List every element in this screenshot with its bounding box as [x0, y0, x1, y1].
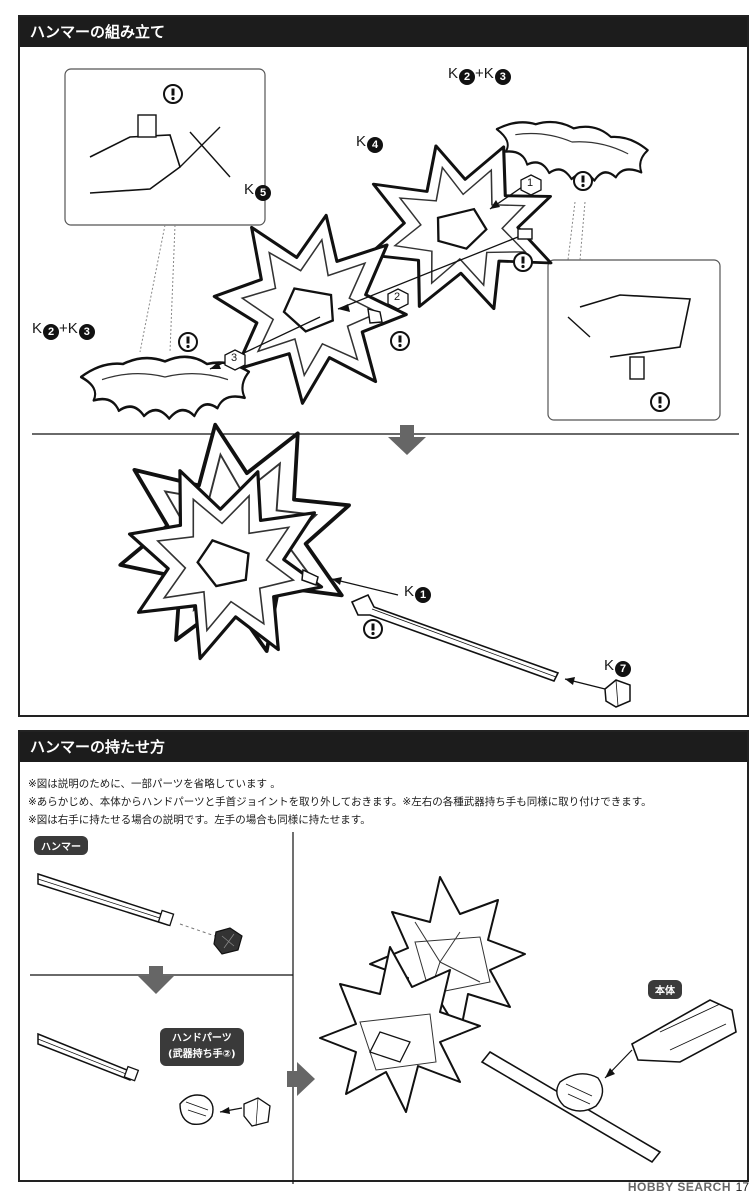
tag-body: 本体 [648, 980, 682, 999]
page-number: 17 [735, 1180, 749, 1194]
body-arm [631, 999, 737, 1063]
gem-icon [604, 679, 631, 708]
gem-icon [243, 1097, 271, 1127]
warning-icon [513, 252, 533, 272]
hammer-shaft-lower [37, 1032, 140, 1082]
holding-illustration [30, 832, 737, 1184]
warning-icon [573, 171, 593, 191]
tag-hand-parts-line2: (武器持ち手②) [168, 1049, 236, 1060]
hammer-shaft-upper [37, 872, 175, 927]
assembly-panel: ハンマーの組み立て [18, 15, 749, 717]
holding-title: ハンマーの持たせ方 [20, 732, 747, 762]
note-2: ※あらかじめ、本体からハンドパーツと手首ジョイントを取り外しておきます。※左右の… [28, 796, 652, 808]
warning-icon [163, 84, 183, 104]
hammer-head-icon [319, 946, 481, 1113]
step-3-number: 3 [231, 352, 238, 364]
step-1-marker [520, 174, 542, 196]
hand-icon [556, 1073, 604, 1112]
warning-icon [363, 619, 383, 639]
shaft-k1 [350, 593, 560, 682]
watermark: HOBBY SEARCH [627, 1180, 731, 1194]
warning-icon [650, 392, 670, 412]
right-arrow-icon [287, 1062, 315, 1096]
tag-hammer: ハンマー [34, 836, 88, 855]
assembly-title: ハンマーの組み立て [20, 17, 747, 47]
step-2-number: 2 [394, 291, 401, 303]
note-1: ※図は説明のために、一部パーツを省略しています 。 [28, 778, 281, 790]
note-3: ※図は右手に持たせる場合の説明です。左手の場合も同様に持たせます。 [28, 814, 371, 826]
down-arrow-icon [388, 425, 426, 455]
gem-icon [213, 927, 243, 955]
step-1-number: 1 [527, 177, 534, 189]
hammer-head-icon [491, 110, 651, 193]
detail-peg-right [567, 294, 691, 380]
hammer-head-icon [79, 355, 251, 420]
assembly-illustration [32, 68, 739, 708]
hand-icon [179, 1094, 214, 1126]
tag-hand-parts: ハンドパーツ (武器持ち手②) [160, 1028, 244, 1066]
step-3-marker [224, 349, 246, 371]
warning-icon [390, 331, 410, 351]
down-arrow-icon [138, 966, 174, 994]
detail-peg-top-left [89, 114, 231, 194]
holding-panel: ハンマーの持たせ方 ※図は説明のために、一部パーツを省略しています 。 ※あらか… [18, 730, 749, 1184]
tag-hand-parts-line1: ハンドパーツ [171, 1033, 232, 1044]
step-2-marker [387, 288, 409, 310]
warning-icon [178, 332, 198, 352]
